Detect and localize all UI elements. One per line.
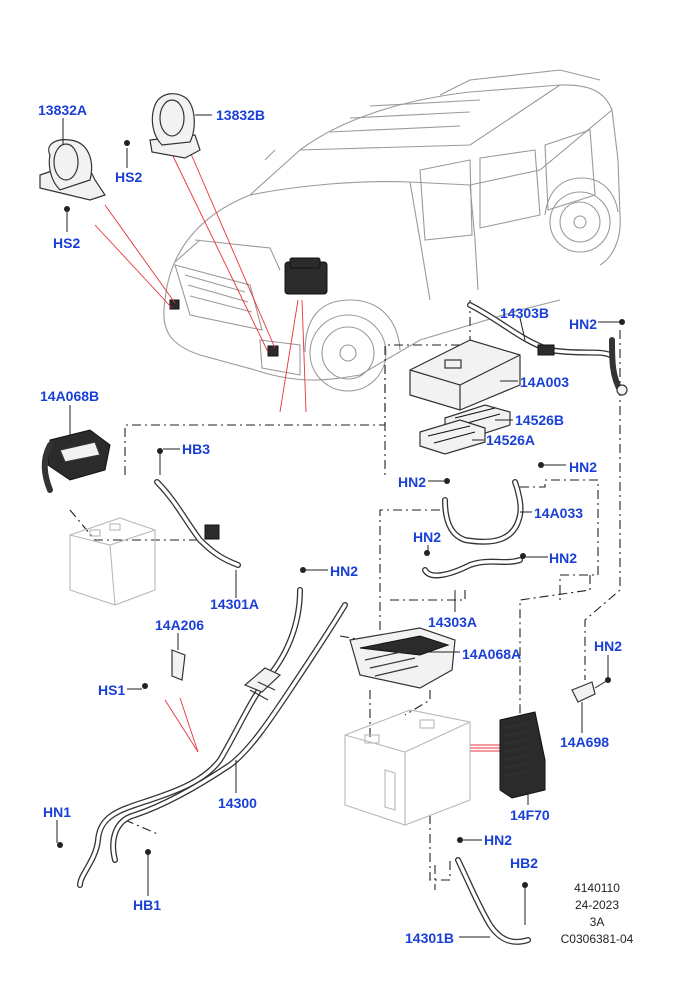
label-HS2-lower: HS2 bbox=[53, 235, 81, 251]
cable-14303B bbox=[467, 302, 628, 396]
fusebox-14526A bbox=[419, 419, 486, 455]
label-13832A: 13832A bbox=[38, 102, 88, 118]
cable-14301A bbox=[154, 448, 241, 568]
relaybox-14A068A bbox=[349, 627, 456, 689]
label-HN2-14A033-right: HN2 bbox=[569, 459, 598, 475]
label-HB2: HB2 bbox=[510, 855, 539, 871]
red-leader-lines bbox=[94, 139, 500, 753]
cable-14301B bbox=[455, 837, 531, 945]
label-HN2-top-right: HN2 bbox=[569, 316, 598, 332]
harness-14300 bbox=[57, 567, 348, 888]
horn-13832A bbox=[39, 139, 106, 212]
cable-14A033 bbox=[442, 462, 544, 545]
bracket-14A068B bbox=[41, 429, 111, 493]
label-HN2-14301B: HN2 bbox=[484, 832, 513, 848]
label-14300: 14300 bbox=[218, 795, 257, 811]
label-14526B: 14526B bbox=[515, 412, 565, 428]
label-HN1: HN1 bbox=[43, 804, 72, 820]
cable-14303A bbox=[422, 550, 526, 579]
label-14526A: 14526A bbox=[486, 432, 536, 448]
battery-main bbox=[344, 709, 471, 826]
label-leaders bbox=[56, 114, 620, 938]
label-HB1: HB1 bbox=[133, 897, 162, 913]
label-14301B: 14301B bbox=[405, 930, 455, 946]
vehicle-outline bbox=[163, 69, 621, 392]
label-HS2-upper: HS2 bbox=[115, 169, 143, 185]
label-14A068B: 14A068B bbox=[40, 388, 100, 404]
label-14303A: 14303A bbox=[428, 614, 478, 630]
label-14A003: 14A003 bbox=[520, 374, 570, 390]
battery-small bbox=[69, 517, 156, 606]
label-HN2-14A033-left: HN2 bbox=[398, 474, 427, 490]
label-14301A: 14301A bbox=[210, 596, 260, 612]
label-HN2-14300: HN2 bbox=[330, 563, 359, 579]
label-14A068A: 14A068A bbox=[462, 646, 522, 662]
label-HN2-14A698: HN2 bbox=[594, 638, 623, 654]
label-HS1: HS1 bbox=[98, 682, 126, 698]
label-14A206: 14A206 bbox=[155, 617, 205, 633]
bracket-14A698 bbox=[571, 677, 611, 703]
horn-13832B bbox=[124, 93, 201, 159]
module-14F70 bbox=[499, 711, 546, 799]
reference-date: 24-2023 bbox=[574, 898, 620, 912]
label-HN2-14303A-right: HN2 bbox=[549, 550, 578, 566]
assembly-lines bbox=[69, 300, 621, 890]
label-14F70: 14F70 bbox=[510, 807, 550, 823]
reference-revision: 3A bbox=[589, 915, 605, 929]
label-14A033: 14A033 bbox=[534, 505, 584, 521]
label-HB3: HB3 bbox=[182, 441, 211, 457]
label-14A698: 14A698 bbox=[560, 734, 610, 750]
reference-number: 4140110 bbox=[574, 881, 620, 895]
fusebox-14A003 bbox=[409, 339, 521, 411]
label-13832B: 13832B bbox=[216, 107, 266, 123]
reference-code: C0306381-04 bbox=[560, 932, 634, 946]
label-14303B: 14303B bbox=[500, 305, 550, 321]
label-HN2-14303A-top: HN2 bbox=[413, 529, 442, 545]
